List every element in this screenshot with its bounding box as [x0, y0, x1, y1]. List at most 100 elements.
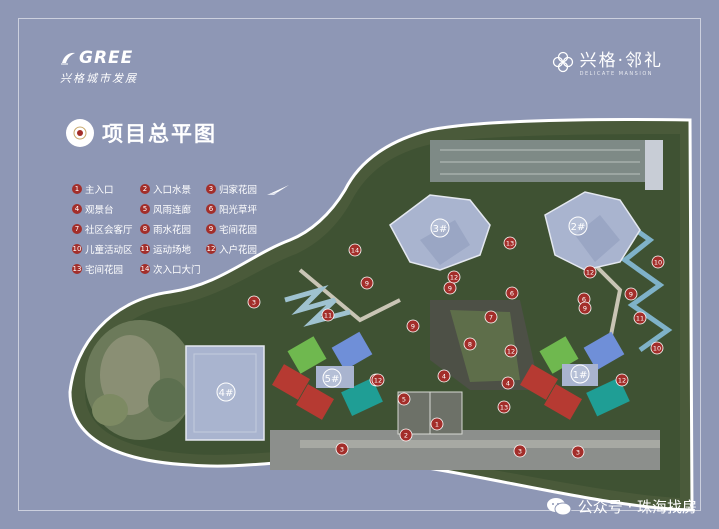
- svg-text:5: 5: [402, 396, 406, 404]
- building-label-b1: 1#: [570, 364, 590, 384]
- svg-text:14: 14: [351, 247, 359, 255]
- svg-text:3#: 3#: [433, 224, 448, 235]
- knot-logo-icon: [552, 51, 573, 72]
- map-marker: 2: [399, 428, 413, 442]
- north-parking: [430, 140, 650, 182]
- legend-label: 宅间花园: [85, 265, 124, 276]
- legend-label: 主入口: [85, 185, 114, 196]
- map-marker: 10: [650, 341, 664, 355]
- building-4: [185, 345, 265, 441]
- svg-text:5#: 5#: [325, 374, 340, 385]
- legend-label: 入户花园: [219, 245, 258, 256]
- map-marker: 11: [321, 308, 335, 322]
- gree-logo: GREE: [60, 48, 138, 68]
- svg-text:10: 10: [653, 345, 661, 353]
- legend-number: 3: [206, 184, 216, 194]
- svg-text:9: 9: [583, 305, 587, 313]
- svg-text:11: 11: [636, 315, 644, 323]
- brand-block: GREE 兴格城市发展: [60, 48, 138, 86]
- svg-text:12: 12: [586, 269, 594, 277]
- legend-number: 8: [140, 224, 150, 234]
- map-marker: 6: [505, 286, 519, 300]
- legend-number: 9: [206, 224, 216, 234]
- project-name: 兴格·邻礼: [579, 51, 663, 71]
- building-label-b2: 2#: [568, 216, 588, 236]
- brand-logo-text: GREE: [79, 48, 134, 68]
- building-3: [389, 194, 491, 271]
- map-marker: 3: [247, 295, 261, 309]
- map-marker: 4: [501, 376, 515, 390]
- svg-text:8: 8: [468, 341, 472, 349]
- watermark: 公众号 · 珠海找房: [546, 496, 697, 517]
- page-title: 项目总平图: [102, 121, 217, 146]
- legend-label: 社区会客厅: [85, 225, 133, 236]
- map-markers: 1233334456678999991010111112121212121213…: [247, 236, 665, 459]
- map-marker: 9: [578, 301, 592, 315]
- svg-text:12: 12: [450, 274, 458, 282]
- map-marker: 12: [371, 373, 385, 387]
- map-marker: 3: [513, 444, 527, 458]
- legend-number: 11: [140, 244, 150, 254]
- legend-number: 2: [140, 184, 150, 194]
- building-2: [544, 191, 641, 271]
- svg-text:2: 2: [404, 432, 408, 440]
- legend-number: 4: [72, 204, 82, 214]
- svg-text:13: 13: [500, 404, 508, 412]
- building-label-b3: 3#: [430, 218, 450, 238]
- title-badge: [66, 119, 94, 147]
- svg-text:7: 7: [489, 314, 493, 322]
- legend-number: 10: [72, 244, 82, 254]
- svg-text:2#: 2#: [571, 222, 586, 233]
- building-label-b4: 4#: [216, 382, 236, 402]
- map-marker: 12: [504, 344, 518, 358]
- map-marker: 3: [335, 442, 349, 456]
- svg-text:13: 13: [506, 240, 514, 248]
- legend-number: 7: [72, 224, 82, 234]
- svg-text:4: 4: [506, 380, 510, 388]
- brand-tagline: 兴格城市发展: [60, 72, 138, 85]
- map-marker: 12: [447, 270, 461, 284]
- map-marker: 13: [503, 236, 517, 250]
- project-logo: 兴格·邻礼 DELICATE MANSION: [552, 46, 663, 77]
- map-marker: 9: [624, 287, 638, 301]
- svg-text:3: 3: [340, 446, 344, 454]
- map-marker: 9: [406, 319, 420, 333]
- svg-text:1#: 1#: [573, 370, 588, 381]
- svg-text:3: 3: [252, 299, 256, 307]
- svg-text:4#: 4#: [219, 388, 234, 399]
- building-1: [520, 331, 630, 420]
- map-marker: 12: [583, 265, 597, 279]
- svg-text:9: 9: [411, 323, 415, 331]
- legend-number: 1: [72, 184, 82, 194]
- legend-label: 运动场地: [153, 245, 192, 256]
- svg-text:9: 9: [448, 285, 452, 293]
- watermark-text: 公众号 · 珠海找房: [577, 498, 697, 516]
- legend-label: 风雨连廊: [153, 205, 192, 216]
- project-name-en: DELICATE MANSION: [579, 71, 653, 77]
- map-marker: 13: [497, 400, 511, 414]
- legend-label: 宅间花园: [219, 225, 258, 236]
- svg-text:6: 6: [510, 290, 514, 298]
- svg-text:1: 1: [435, 421, 439, 429]
- map-marker: 10: [651, 255, 665, 269]
- legend-label: 儿童活动区: [85, 245, 133, 256]
- legend-number: 13: [72, 264, 82, 274]
- legend-label: 入口水景: [153, 185, 192, 196]
- west-garden: [85, 320, 195, 440]
- map-marker: 12: [615, 373, 629, 387]
